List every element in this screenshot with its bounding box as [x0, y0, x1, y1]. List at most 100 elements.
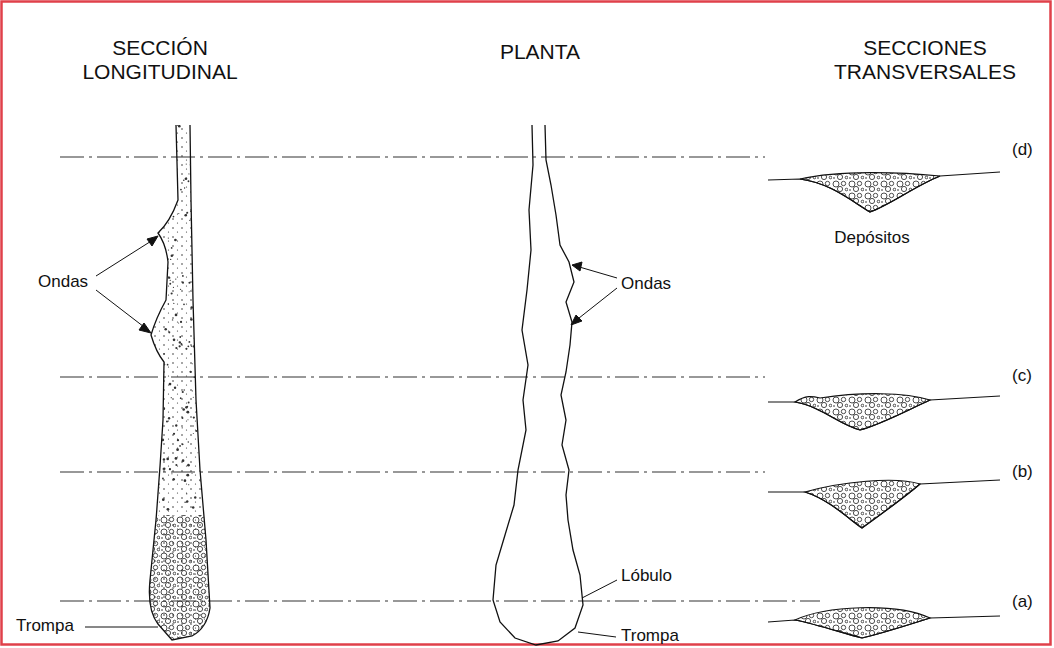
stipple-dot [171, 292, 173, 294]
stipple-dot [170, 280, 171, 281]
stipple-dot [203, 471, 206, 474]
stipple-dot [182, 391, 184, 393]
stipple-dot [193, 185, 194, 186]
stipple-dot [168, 238, 169, 239]
stipple-dot [160, 217, 162, 219]
stipple-dot [150, 508, 152, 510]
stipple-dot [184, 501, 186, 503]
stipple-dot [173, 287, 174, 288]
stipple-dot [184, 187, 185, 188]
stipple-dot [192, 390, 193, 391]
stipple-dot [168, 184, 170, 186]
stipple-dot [205, 146, 207, 148]
stipple-dot [209, 244, 211, 246]
stipple-dot [199, 306, 201, 308]
stipple-dot [199, 191, 200, 192]
stipple-dot [194, 337, 195, 338]
stipple-dot [198, 164, 201, 167]
stipple-dot [179, 345, 181, 347]
stipple-dot [175, 314, 178, 317]
stipple-dot [182, 443, 184, 445]
stipple-dot [199, 355, 201, 357]
stipple-dot [175, 189, 177, 191]
stipple-dot [162, 302, 165, 305]
stipple-dot [203, 497, 204, 498]
stipple-dot [193, 397, 194, 398]
stipple-dot [202, 372, 204, 374]
stipple-dot [168, 276, 170, 278]
stipple-dot [190, 318, 193, 321]
wave-label: Ondas [621, 274, 671, 294]
stipple-dot [174, 155, 176, 157]
stipple-dot [167, 364, 169, 366]
stipple-dot [175, 424, 177, 426]
stipple-dot [180, 189, 182, 191]
stipple-dot [148, 512, 149, 513]
stipple-dot [211, 335, 212, 336]
stipple-dot [184, 214, 187, 217]
stipple-dot [175, 142, 177, 144]
stipple-dot [193, 433, 194, 434]
stipple-dot [166, 420, 168, 422]
stipple-dot [153, 481, 155, 483]
stipple-dot [187, 474, 190, 477]
stipple-dot [148, 279, 150, 281]
stipple-dot [199, 368, 202, 371]
stipple-dot [183, 303, 185, 305]
stipple-dot [188, 484, 189, 485]
section-letter: (a) [1012, 592, 1033, 612]
stipple-dot [210, 299, 212, 301]
stipple-dot [188, 341, 190, 343]
stipple-dot [204, 342, 206, 344]
stipple-dot [193, 416, 195, 418]
stipple-dot [191, 345, 192, 346]
stipple-dot [202, 432, 204, 434]
stipple-dot [206, 145, 208, 147]
stipple-dot [200, 141, 201, 142]
stipple-dot [187, 419, 188, 420]
stipple-dot [155, 150, 156, 151]
stipple-dot [163, 468, 166, 471]
stipple-dot [158, 155, 159, 156]
stipple-dot [175, 464, 177, 466]
stipple-dot [175, 278, 176, 279]
stipple-dot [174, 160, 175, 161]
stipple-dot [179, 341, 181, 343]
stipple-dot [203, 229, 205, 231]
stipple-dot [207, 347, 209, 349]
stipple-dot [205, 421, 206, 422]
plan-outline [493, 125, 583, 645]
stipple-dot [208, 397, 209, 398]
stipple-dot [162, 478, 164, 480]
stipple-dot [155, 254, 157, 256]
stipple-dot [185, 348, 187, 350]
stipple-dot [162, 381, 164, 383]
stipple-dot [203, 460, 206, 463]
stipple-dot [192, 250, 195, 253]
stipple-dot [208, 312, 209, 313]
stipple-dot [163, 363, 165, 365]
stipple-dot [185, 406, 188, 409]
stipple-dot [163, 211, 165, 213]
stipple-dot [157, 486, 160, 489]
column-heading: SECCIONES TRANSVERSALES [810, 36, 1040, 84]
stipple-dot [149, 339, 152, 342]
stipple-dot [171, 160, 173, 162]
stipple-dot [208, 134, 210, 136]
stipple-dot [173, 433, 175, 435]
stipple-dot [180, 321, 182, 323]
stipple-dot [199, 390, 201, 392]
section-letter: (c) [1012, 366, 1032, 386]
stipple-dot [151, 236, 152, 237]
stipple-dot [171, 397, 172, 398]
stipple-dot [155, 206, 157, 208]
stipple-dot [208, 338, 210, 340]
stipple-dot [179, 336, 181, 338]
stipple-dot [148, 460, 150, 462]
stipple-dot [148, 495, 150, 497]
stipple-dot [167, 508, 170, 511]
stipple-dot [169, 283, 171, 285]
stipple-dot [199, 256, 201, 258]
stipple-dot [194, 496, 196, 498]
